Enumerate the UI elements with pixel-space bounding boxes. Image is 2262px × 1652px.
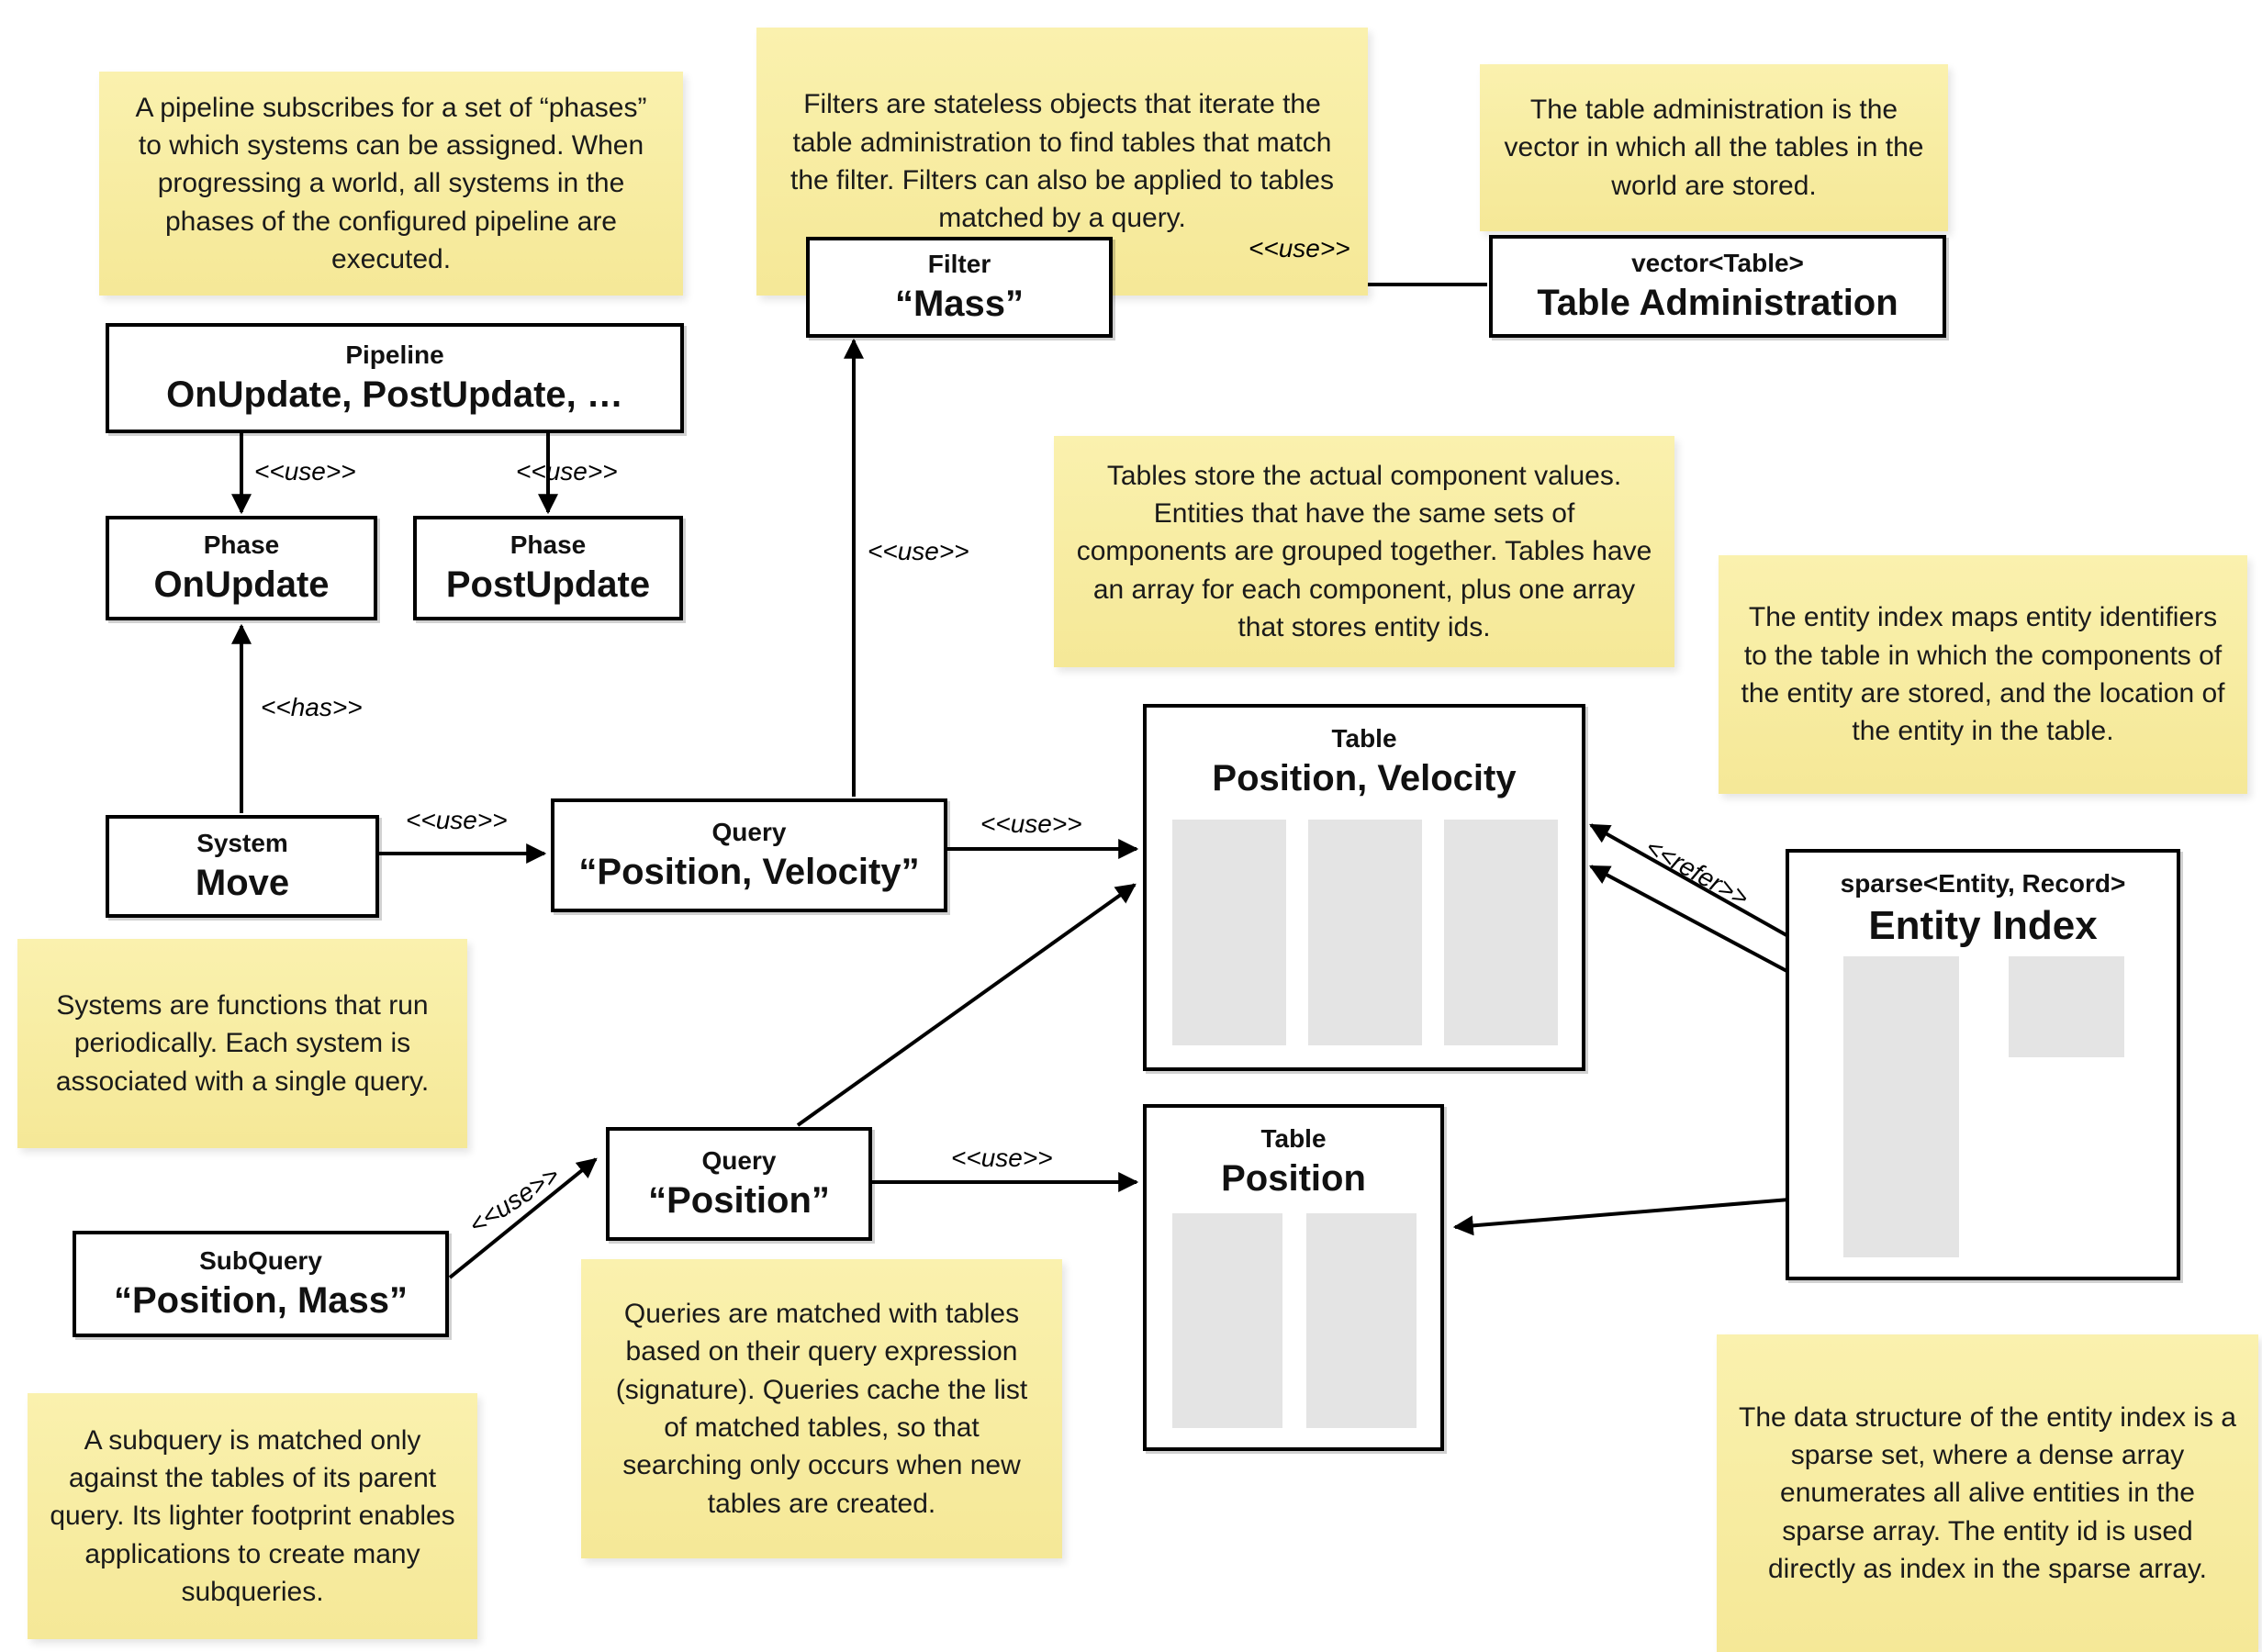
note-sparse-set: The data structure of the entity index i… [1717, 1334, 2258, 1652]
box-phase-postupdate-name: PostUpdate [445, 564, 651, 606]
dense-array [2009, 956, 2124, 1057]
box-subquery-position-mass-kind: SubQuery [199, 1245, 322, 1275]
label-has-system-phase: <<has>> [261, 693, 363, 721]
box-table-position-kind: Table [1260, 1124, 1327, 1153]
box-entity-index-name: Entity Index [1868, 903, 2098, 949]
box-table-position: Table Position [1143, 1104, 1444, 1451]
note-tables: Tables store the actual component values… [1054, 436, 1674, 667]
box-phase-onupdate: Phase OnUpdate [106, 516, 377, 620]
label-use-pipeline-onupdate: <<use>> [254, 457, 356, 486]
box-query-position-velocity-kind: Query [711, 817, 787, 846]
box-phase-postupdate: Phase PostUpdate [413, 516, 683, 620]
box-system-move-kind: System [196, 828, 288, 857]
box-pipeline-kind: Pipeline [345, 340, 444, 369]
label-use-querypos-tablepos: <<use>> [951, 1144, 1053, 1172]
note-pipeline: A pipeline subscribes for a set of “phas… [99, 72, 683, 296]
component-array-2 [1308, 820, 1422, 1045]
box-filter-mass: Filter “Mass” [806, 237, 1113, 338]
label-refer-entityindex-tables: <<refer>> [1641, 832, 1754, 912]
box-phase-onupdate-name: OnUpdate [153, 564, 330, 606]
box-query-position-velocity-name: “Position, Velocity” [578, 852, 920, 893]
box-entity-index-kind: sparse<Entity, Record> [1840, 869, 2126, 898]
label-use-query-filter: <<use>> [868, 537, 969, 565]
component-array-3 [1444, 820, 1558, 1045]
note-subquery: A subquery is matched only against the t… [28, 1393, 477, 1639]
label-use-pipeline-postupdate: <<use>> [516, 457, 618, 486]
box-system-move: System Move [106, 815, 379, 918]
box-phase-postupdate-kind: Phase [510, 530, 587, 559]
box-pipeline: Pipeline OnUpdate, PostUpdate, … [106, 323, 684, 433]
component-array-5 [1306, 1213, 1417, 1428]
box-subquery-position-mass-name: “Position, Mass” [113, 1280, 409, 1322]
note-table-administration: The table administration is the vector i… [1480, 64, 1948, 231]
box-table-administration-name: Table Administration [1537, 283, 1898, 324]
box-table-position-velocity-kind: Table [1331, 724, 1397, 753]
box-phase-onupdate-kind: Phase [203, 530, 280, 559]
component-array-4 [1172, 1213, 1282, 1428]
box-subquery-position-mass: SubQuery “Position, Mass” [73, 1231, 449, 1337]
box-table-position-velocity-name: Position, Velocity [1212, 758, 1517, 799]
box-pipeline-name: OnUpdate, PostUpdate, … [166, 374, 623, 416]
box-table-position-velocity: Table Position, Velocity [1143, 704, 1585, 1071]
box-query-position: Query “Position” [606, 1127, 872, 1241]
note-entity-index: The entity index maps entity identifiers… [1719, 555, 2247, 794]
box-table-administration: vector<Table> Table Administration [1489, 235, 1946, 338]
box-filter-mass-kind: Filter [927, 249, 991, 278]
box-query-position-velocity: Query “Position, Velocity” [551, 798, 947, 912]
label-use-system-query: <<use>> [406, 806, 508, 834]
box-table-position-name: Position [1221, 1158, 1366, 1200]
box-query-position-name: “Position” [648, 1180, 830, 1222]
box-query-position-kind: Query [701, 1145, 777, 1175]
label-use-tableadmin-filter: <<use>> [1249, 234, 1350, 262]
box-filter-mass-name: “Mass” [894, 284, 1025, 325]
arrow-querypos-to-table-posvel [796, 883, 1137, 1127]
note-filters: Filters are stateless objects that itera… [756, 28, 1368, 296]
sparse-array [1843, 956, 1959, 1257]
box-entity-index: sparse<Entity, Record> Entity Index [1786, 849, 2180, 1280]
box-table-administration-kind: vector<Table> [1631, 248, 1804, 277]
label-use-subquery-query: <<use>> [464, 1160, 565, 1240]
component-array-1 [1172, 820, 1286, 1045]
box-system-move-name: Move [195, 863, 290, 904]
note-systems: Systems are functions that run periodica… [17, 939, 467, 1148]
label-use-query-tableposvel: <<use>> [980, 809, 1082, 838]
note-queries: Queries are matched with tables based on… [581, 1259, 1062, 1558]
